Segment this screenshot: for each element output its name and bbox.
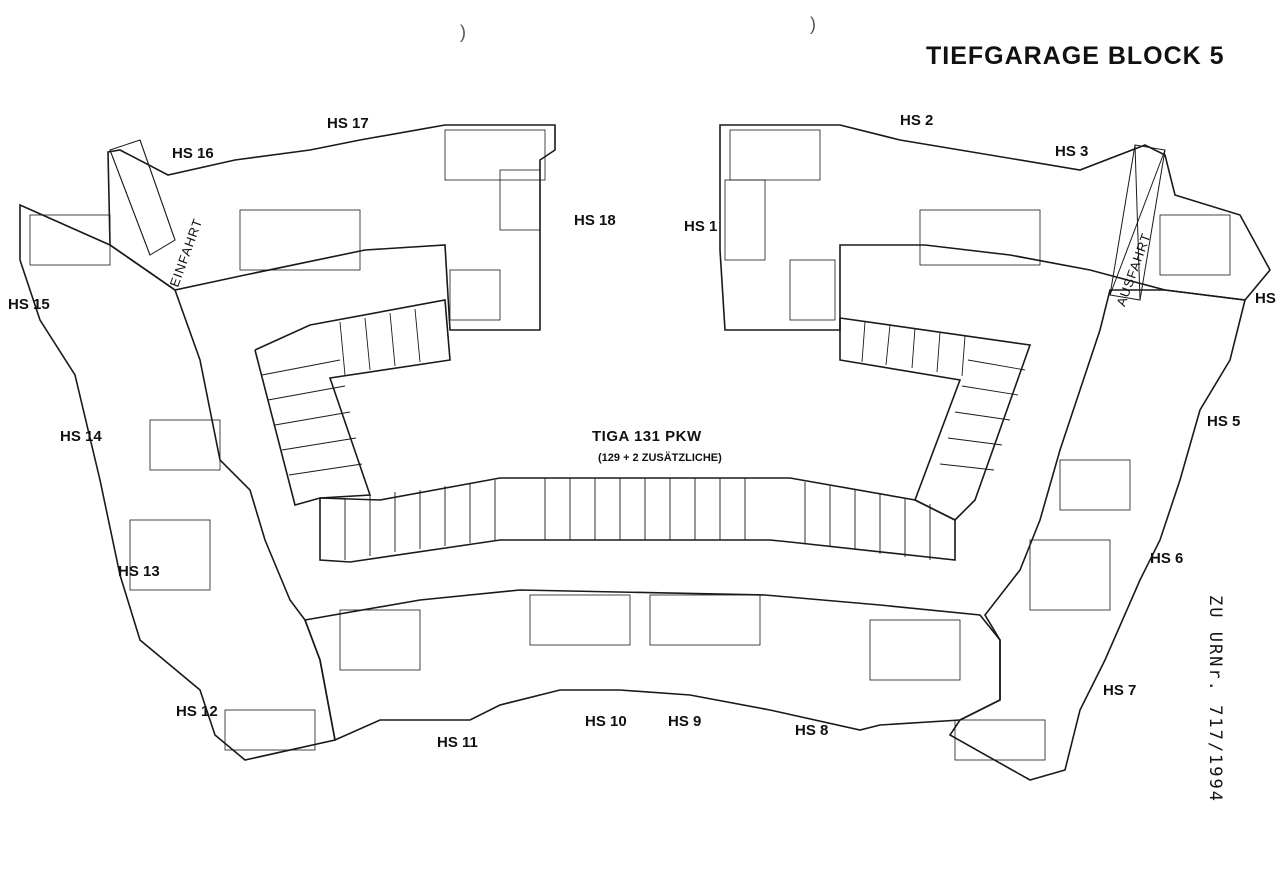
garage-capacity-subtitle: (129 + 2 ZUSÄTZLICHE) bbox=[598, 452, 722, 464]
south-wing bbox=[303, 589, 1001, 742]
right-north-wing bbox=[719, 124, 1271, 331]
stairwell-label: HS 5 bbox=[1207, 413, 1241, 430]
left-north-wing bbox=[107, 124, 556, 331]
stairwell-label-partial: HS bbox=[1255, 290, 1276, 307]
punch-hole-mark: ) bbox=[460, 22, 466, 42]
central-parking-row bbox=[319, 477, 956, 563]
stairwell-label: HS 8 bbox=[795, 722, 829, 739]
stairwell-label: HS 6 bbox=[1150, 550, 1184, 567]
stairwell-label: HS 2 bbox=[900, 112, 934, 129]
stairwell-label: HS 7 bbox=[1103, 682, 1137, 699]
document-reference: ZU URNr. 717/1994 bbox=[1205, 595, 1225, 803]
stairwell-label: HS 13 bbox=[118, 563, 160, 580]
stairwell-label: HS 12 bbox=[176, 703, 218, 720]
page-title: TIEFGARAGE BLOCK 5 bbox=[926, 42, 1225, 70]
east-wing bbox=[948, 289, 1246, 781]
stairwell-label: HS 16 bbox=[172, 145, 214, 162]
stairwell-label: HS 15 bbox=[8, 296, 50, 313]
punch-hole-mark: ) bbox=[810, 14, 816, 34]
stairwell-label: HS 18 bbox=[574, 212, 616, 229]
stairwell-label: HS 9 bbox=[668, 713, 702, 730]
left-inner-parking bbox=[254, 299, 451, 506]
stairwell-label: HS 17 bbox=[327, 115, 369, 132]
stairwell-label: HS 10 bbox=[585, 713, 627, 730]
west-wing bbox=[19, 203, 336, 761]
stairwell-label: HS 14 bbox=[60, 428, 102, 445]
right-inner-parking bbox=[839, 317, 1032, 521]
garage-capacity-title: TIGA 131 PKW bbox=[592, 428, 702, 445]
stairwell-label: HS 3 bbox=[1055, 143, 1089, 160]
stairwell-label: HS 1 bbox=[684, 218, 718, 235]
stairwell-label: HS 11 bbox=[437, 734, 478, 751]
